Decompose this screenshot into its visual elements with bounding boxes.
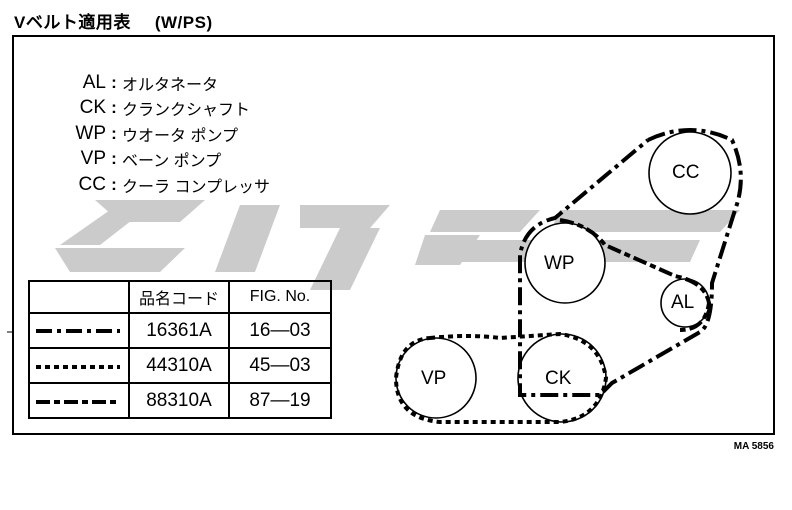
part-code-cell: 88310A [128,382,230,419]
table-row: 88310A 87—19 [28,382,332,419]
table-header-code: 品名コード [128,280,230,314]
belt-dash-dash [559,218,712,332]
table-row: 16361A 16—03 [28,312,332,349]
legend-item: AL : オルタネータ [62,70,270,96]
fig-no-cell: 16—03 [228,312,332,349]
legend-item: VP : ベーン ポンプ [62,147,270,173]
legend-abbr: VP [80,148,106,170]
pulley-vp [395,337,477,419]
legend-name: オルタネータ [122,76,219,94]
legend-name: ベーン ポンプ [122,153,222,171]
diagram-frame [12,35,775,435]
line-style-cell [28,382,130,419]
title-text: Vベルト適用表 [14,13,131,32]
table-row: 44310A 45—03 [28,347,332,384]
legend-item: WP : ウオータ ポンプ [62,121,270,147]
legend-separator: : [111,98,117,118]
legend-name: クーラ コンプレッサ [122,178,270,196]
figure-code: MA 5856 [733,441,774,452]
page-title: Vベルト適用表 (W/PS) [14,8,213,33]
table-header-fig: FIG. No. [228,280,332,314]
legend-item: CC : クーラ コンプレッサ [62,172,270,198]
pulley-label-cc: CC [672,162,700,183]
title-subtitle: (W/PS) [154,13,213,32]
pulley-group [395,131,732,423]
legend-separator: : [111,72,117,92]
watermark-logo [55,200,740,290]
fig-no-cell: 45—03 [228,347,332,384]
table-header-line [28,280,130,314]
line-style-cell [28,312,130,349]
pulley-label-al: AL [671,292,695,313]
abbreviation-legend: AL : オルタネータ CK : クランクシャフト WP : ウオータ ポンプ … [62,70,270,198]
line-style-cell [28,347,130,384]
legend-item: CK : クランクシャフト [62,96,270,122]
legend-separator: : [111,174,117,194]
belt-dotted [393,331,609,424]
pulley-label-ck: CK [545,368,572,389]
fig-no-cell: 87—19 [228,382,332,419]
legend-abbr: CK [79,97,106,119]
pulley-label-vp: VP [421,368,447,389]
table-header-row: 品名コード FIG. No. [28,280,332,314]
legend-separator: : [111,123,117,143]
part-code-cell: 16361A [128,312,230,349]
legend-abbr: AL [82,71,106,93]
legend-name: クランクシャフト [122,102,251,120]
legend-separator: : [111,149,117,169]
belt-dash-dot [518,128,743,397]
belt-code-table: 品名コード FIG. No. 16361A 16—03 44310A 45—03… [28,280,332,419]
legend-name: ウオータ ポンプ [122,127,238,145]
part-code-cell: 44310A [128,347,230,384]
legend-abbr: CC [78,173,106,195]
legend-abbr: WP [75,122,106,144]
pulley-label-wp: WP [544,253,575,274]
